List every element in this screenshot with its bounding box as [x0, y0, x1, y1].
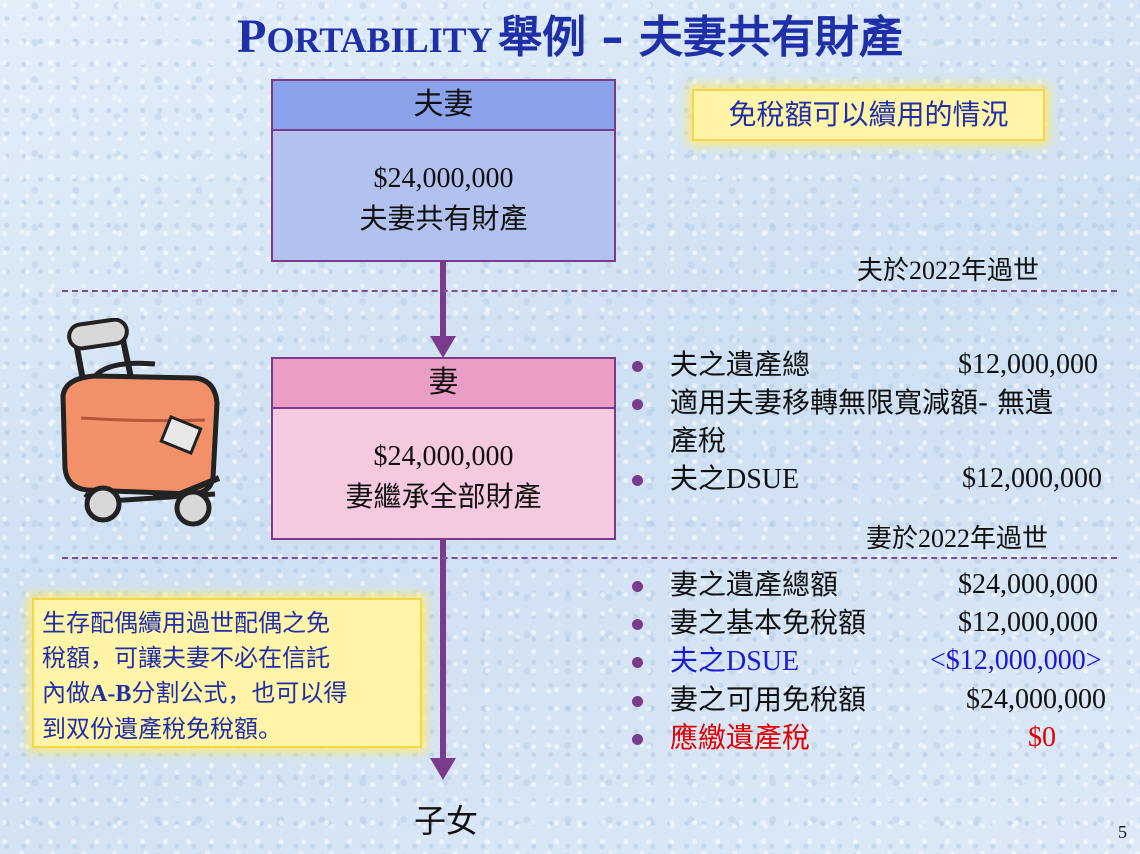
couple-box-header: 夫妻	[273, 81, 614, 131]
slide-title: PORTABILITY 舉例 – 夫妻共有財產	[0, 0, 1140, 74]
list-item: 夫之遺產總$12,000,000	[628, 346, 1128, 384]
couple-box: 夫妻 $24,000,000 夫妻共有財產	[271, 79, 616, 262]
list-item: 適用夫妻移轉無限寬減額- 無遺產稅	[628, 384, 1128, 460]
wife-box-body: $24,000,000 妻繼承全部財產	[273, 409, 614, 515]
bullet-icon	[632, 734, 643, 745]
arrow-down-icon	[430, 758, 456, 780]
bullet-icon	[632, 657, 643, 668]
bullet-icon	[632, 361, 643, 372]
husband-death-event: 夫於2022年過世	[857, 256, 1040, 286]
bullet-icon	[632, 475, 643, 486]
list-item: 妻之可用免稅額$24,000,000	[628, 681, 1128, 719]
wife-box-header: 妻	[273, 359, 614, 409]
bullet-icon	[632, 399, 643, 410]
wife-amount: $24,000,000	[373, 441, 514, 472]
title-english: PORTABILITY	[237, 10, 493, 63]
bullet-icon	[632, 619, 643, 630]
title-chinese: 舉例 – 夫妻共有財產	[498, 12, 903, 63]
wife-box: 妻 $24,000,000 妻繼承全部財產	[271, 357, 616, 540]
flow-line-bottom	[440, 540, 446, 764]
flow-line-top	[440, 262, 446, 342]
luggage-icon	[60, 318, 221, 527]
dsue-explanation-callout: 生存配偶續用過世配偶之免 稅額，可讓夫妻不必在信託 內做A-B分割公式，也可以得…	[32, 598, 422, 748]
list-item: 妻之基本免稅額$12,000,000	[628, 604, 1128, 642]
couple-amount: $24,000,000	[373, 163, 514, 194]
timeline-divider-1	[62, 290, 1117, 292]
arrow-down-icon	[430, 336, 456, 358]
wife-death-event: 妻於2022年過世	[866, 524, 1049, 554]
title-english-smallcaps: ORTABILITY	[266, 20, 493, 60]
children-label: 子女	[414, 802, 479, 840]
bullet-icon	[632, 696, 643, 707]
timeline-divider-2	[62, 557, 1117, 559]
list-item: 夫之DSUE<$12,000,000>	[628, 642, 1128, 681]
husband-estate-list: 夫之遺產總$12,000,000 適用夫妻移轉無限寬減額- 無遺產稅 夫之DSU…	[628, 346, 1128, 499]
list-item: 應繳遺產稅$0	[628, 719, 1128, 757]
wife-estate-list: 妻之遺產總額$24,000,000 妻之基本免稅額$12,000,000 夫之D…	[628, 566, 1128, 757]
list-item: 妻之遺產總額$24,000,000	[628, 566, 1128, 604]
couple-description: 夫妻共有財產	[359, 202, 528, 235]
bullet-icon	[632, 581, 643, 592]
wife-description: 妻繼承全部財產	[345, 480, 542, 513]
list-item: 夫之DSUE$12,000,000	[628, 460, 1128, 499]
couple-box-body: $24,000,000 夫妻共有財產	[273, 131, 614, 237]
portability-callout: 免稅額可以續用的情況	[692, 89, 1045, 141]
page-number: 5	[1118, 822, 1127, 842]
